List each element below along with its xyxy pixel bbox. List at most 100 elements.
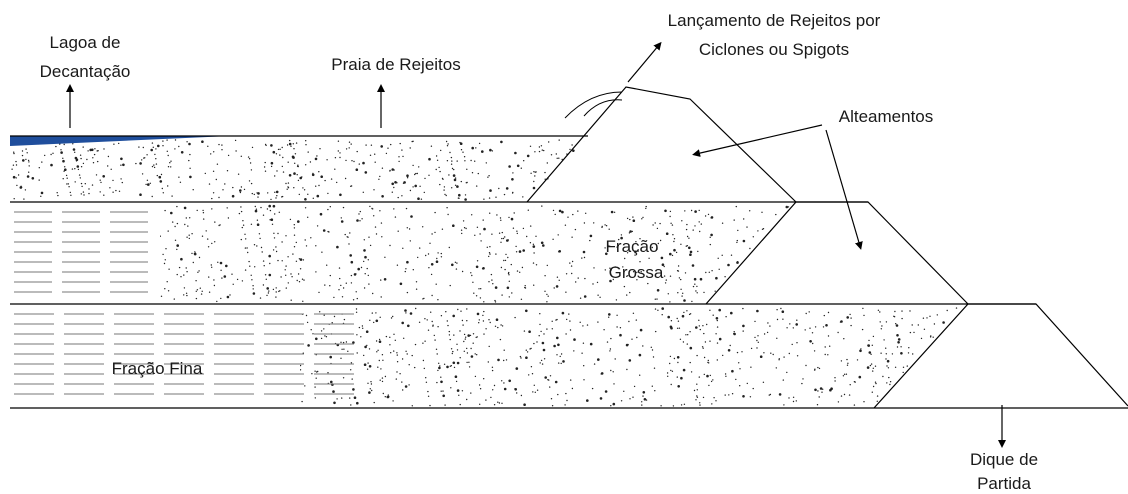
particle [632, 219, 636, 222]
particle [489, 212, 491, 214]
particle [827, 311, 830, 314]
spigot-discharge-icon [564, 91, 623, 119]
particle [466, 168, 468, 170]
particle [636, 336, 638, 339]
particle [539, 323, 541, 326]
particle [348, 243, 350, 245]
particle [711, 270, 713, 272]
particle [391, 191, 393, 193]
particle [375, 233, 378, 235]
particle [868, 351, 872, 354]
particle [725, 375, 727, 377]
particle [349, 254, 353, 257]
particle [642, 345, 644, 347]
particle [450, 156, 453, 159]
particle [549, 190, 552, 192]
particle [79, 177, 82, 179]
particle [458, 197, 460, 199]
particle [572, 149, 575, 152]
particle [491, 150, 494, 152]
particle [64, 168, 67, 171]
particle [609, 350, 611, 352]
particle [447, 143, 449, 145]
particle [786, 371, 788, 374]
particle [562, 360, 565, 363]
particle [438, 166, 440, 169]
particle [462, 324, 464, 326]
particle [399, 142, 401, 145]
particle [597, 358, 600, 361]
particle [849, 313, 851, 316]
particle [256, 219, 259, 221]
particle [345, 148, 348, 150]
particle [805, 364, 807, 367]
particle [551, 405, 554, 407]
particle [282, 156, 284, 159]
particle [763, 333, 766, 335]
particle [463, 340, 465, 343]
particle [681, 295, 683, 297]
particle [310, 237, 312, 239]
particle [393, 169, 395, 171]
particle [103, 194, 105, 196]
particle [239, 189, 242, 192]
particle [173, 298, 175, 300]
particle [675, 251, 678, 254]
particle [81, 185, 83, 188]
particle [614, 266, 616, 268]
particle [152, 146, 154, 148]
particle [445, 311, 447, 313]
particle [680, 278, 682, 281]
particle [897, 338, 901, 341]
particle [167, 166, 170, 168]
particle [227, 154, 230, 157]
particle [259, 297, 262, 299]
particle [389, 344, 391, 346]
particle [376, 351, 378, 353]
particle [768, 394, 770, 396]
particle [170, 211, 173, 215]
particle [425, 377, 427, 379]
particle [240, 210, 243, 213]
particle [369, 205, 371, 208]
particle [23, 198, 25, 200]
particle [143, 157, 145, 159]
particle [392, 315, 394, 318]
particle [505, 253, 507, 256]
particle [371, 312, 373, 314]
particle [109, 187, 111, 189]
particle [301, 278, 304, 280]
particle [75, 160, 78, 162]
particle [522, 196, 524, 198]
particle [268, 254, 272, 258]
particle [418, 166, 420, 168]
particle [357, 267, 361, 271]
particle [275, 287, 277, 289]
particle [250, 169, 253, 171]
particle [525, 349, 527, 351]
particle [669, 301, 671, 303]
particle [158, 175, 162, 179]
particle [370, 381, 372, 383]
particle [733, 331, 735, 333]
particle [498, 232, 501, 234]
particle [435, 168, 437, 171]
particle [512, 172, 514, 174]
particle [440, 390, 442, 392]
particle [401, 381, 403, 383]
particle [483, 333, 485, 335]
particle [526, 235, 528, 238]
particle [161, 187, 163, 190]
particle [534, 175, 536, 177]
particle [603, 329, 605, 331]
particle [558, 251, 560, 253]
particle [154, 153, 156, 156]
particle [925, 356, 927, 358]
particle [253, 244, 256, 246]
particle [683, 299, 686, 302]
particle [463, 156, 466, 158]
particle [960, 366, 963, 369]
particle [162, 253, 164, 256]
particle [708, 362, 710, 364]
